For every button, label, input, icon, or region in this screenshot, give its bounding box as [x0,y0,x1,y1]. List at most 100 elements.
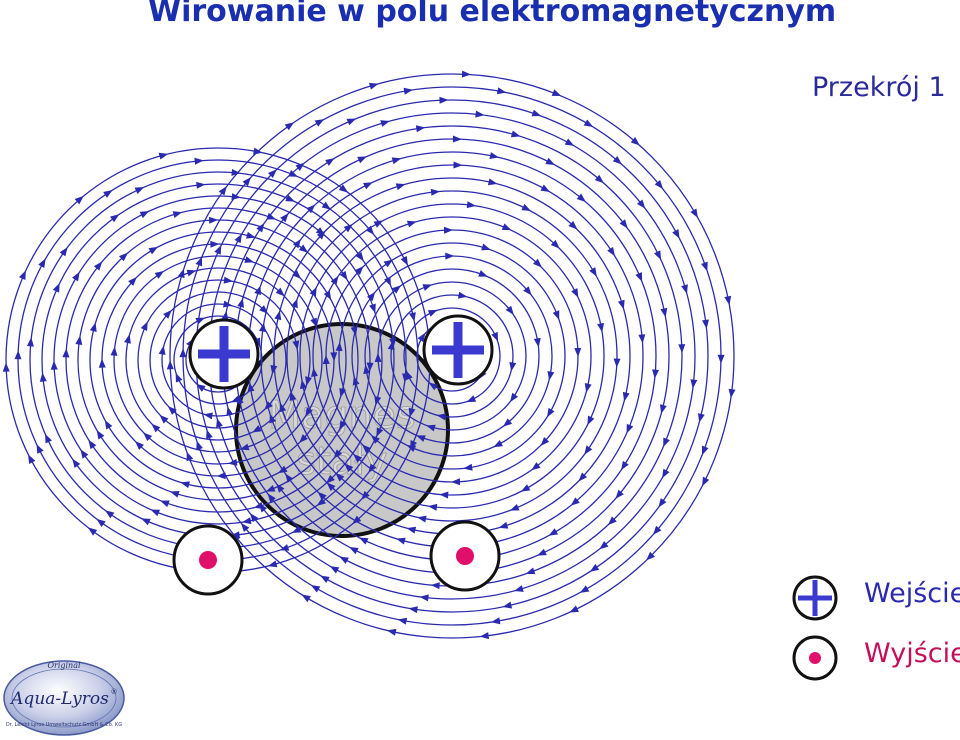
field-line-circle [65,207,371,513]
field-line-circle [364,268,540,444]
field-arrow-icon [417,332,426,343]
field-arrow-icon [457,291,468,299]
field-arrow-icon [362,444,372,454]
field-arrow-icon [80,449,89,459]
diagram-title: Wirowanie w polu elektromagnetycznym [148,0,837,29]
field-arrow-icon [376,427,384,437]
field-arrow-icon [284,122,295,131]
field-arrow-icon [597,322,604,333]
field-line-circle [286,190,618,522]
field-arrow-icon [587,415,595,426]
field-arrow-icon [214,245,222,255]
field-arrow-icon [244,256,254,263]
field-arrow-icon [158,345,166,355]
field-arrow-icon [520,484,531,492]
field-arrow-icon [652,369,660,379]
logo-registered-mark: ® [111,688,118,696]
field-arrow-icon [391,285,402,294]
field-arrow-icon [349,547,359,555]
field-arrow-icon [479,632,489,640]
field-line-circle [390,294,514,418]
field-arrow-icon [533,337,541,348]
field-arrow-icon [50,360,58,370]
field-arrow-icon [267,560,278,568]
field-arrow-icon [406,526,417,534]
field-arrow-icon [406,220,417,228]
field-arrow-icon [613,358,621,368]
field-arrow-icon [493,439,503,448]
field-arrow-icon [478,270,488,277]
logo-brand-text: Aqua-Lyros [9,689,109,709]
field-arrow-icon [443,226,453,234]
field-arrow-icon [383,259,394,268]
field-arrow-icon [140,321,148,332]
field-arrow-icon [617,299,625,310]
field-arrow-icon [436,413,447,421]
field-arrow-icon [279,402,287,413]
field-arrow-icon [724,295,732,306]
magnet-label-line1: Magnes [268,393,415,437]
field-arrow-icon [531,109,542,117]
field-arrow-icon [163,309,172,319]
field-arrow-icon [154,270,165,279]
field-arrow-icon [172,211,183,218]
field-arrow-icon [352,376,360,386]
output-conductor-right [429,520,501,592]
field-arrow-icon [258,503,268,513]
field-arrow-icon [237,298,245,308]
field-arrow-icon [28,454,36,464]
field-arrow-icon [521,203,531,212]
field-arrow-icon [626,423,634,434]
field-arrow-icon [380,120,390,127]
field-arrow-icon [607,516,617,526]
field-arrow-icon [635,272,643,282]
field-arrow-icon [259,322,266,332]
field-arrow-icon [96,429,105,440]
field-arrow-icon [702,319,709,329]
field-arrow-icon [264,401,273,411]
field-arrow-icon [366,362,374,372]
field-line-circle [338,242,566,470]
field-arrow-icon [409,312,416,322]
field-arrow-icon [662,468,670,479]
field-arrow-icon [325,474,335,484]
field-arrow-icon [358,537,369,545]
field-arrow-icon [552,310,560,320]
field-arrow-icon [569,605,579,613]
field-arrow-icon [124,334,131,344]
field-arrow-icon [128,276,137,286]
field-arrow-icon [594,174,604,184]
field-arrow-icon [177,268,185,279]
field-arrow-icon [343,223,353,233]
field-arrow-icon [75,335,83,345]
field-arrow-icon [180,481,190,489]
field-arrow-icon [576,193,586,202]
field-arrow-icon [232,532,241,542]
field-line-circle [137,279,299,441]
field-arrow-icon [545,157,555,165]
field-arrow-icon [305,407,313,417]
field-arrow-icon [104,419,113,430]
field-arrow-icon [242,177,252,187]
field-arrow-icon [330,275,339,286]
field-arrow-icon [269,413,277,424]
field-arrow-icon [579,585,590,593]
field-arrow-icon [186,451,194,462]
field-arrow-icon [194,157,204,165]
field-arrow-icon [510,392,519,403]
field-arrow-icon [365,225,375,235]
field-arrow-icon [509,361,517,372]
field-arrow-icon [574,347,582,357]
dot-icon [199,551,217,569]
field-arrow-icon [221,310,229,321]
field-arrow-icon [305,376,312,386]
field-arrow-icon [589,267,597,277]
field-arrow-icon [310,584,321,593]
field-arrow-icon [363,182,373,190]
aqua-lyros-logo: Original Aqua-Lyros ® Dr. Leicht Lyros U… [3,660,125,736]
field-arrow-icon [728,388,736,399]
dot-icon [456,547,474,565]
field-arrow-icon [537,548,547,556]
field-arrow-icon [636,199,646,209]
field-arrow-icon [487,178,498,186]
